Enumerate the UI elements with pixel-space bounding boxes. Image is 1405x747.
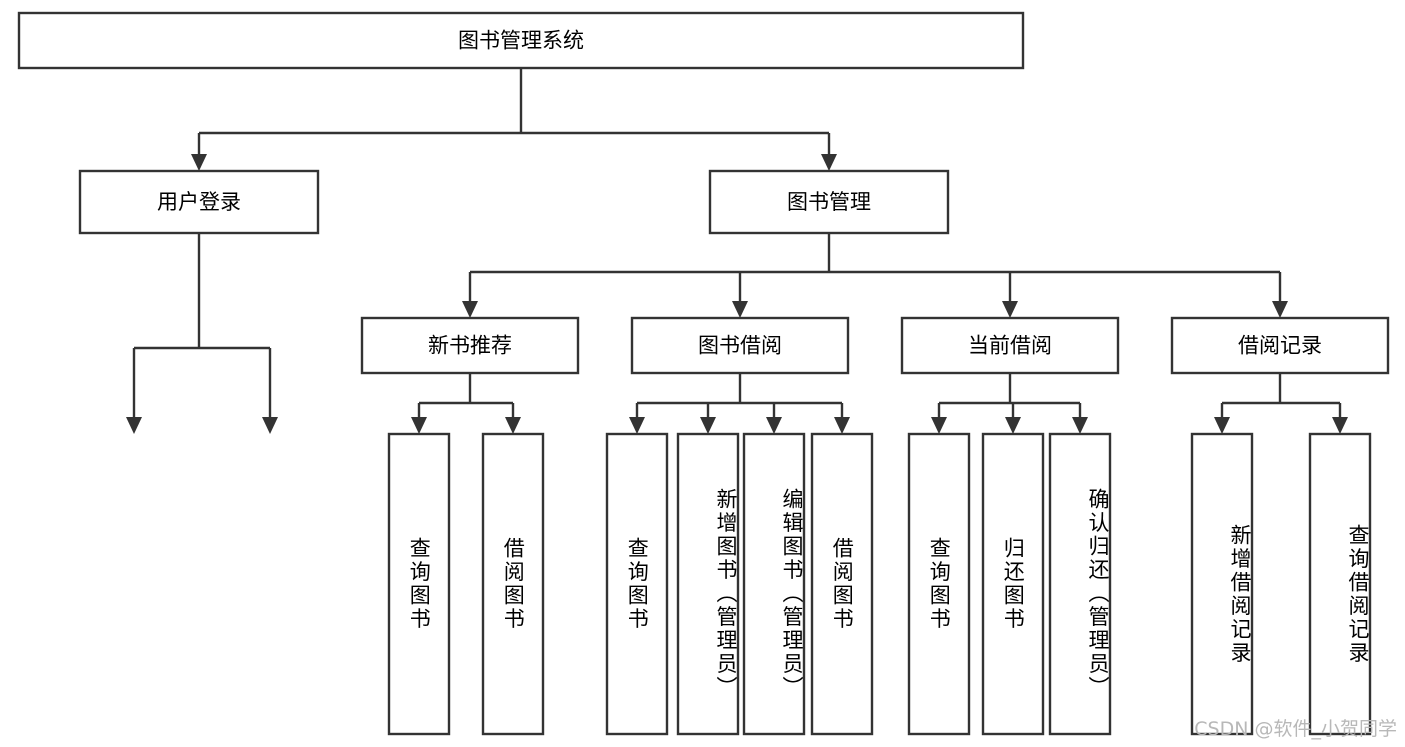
node-box-leaf-confirm-return[interactable]	[1048, 432, 1112, 736]
arrow-head-icon	[766, 417, 782, 434]
arrow-head-icon	[732, 301, 748, 318]
node-label-root: 图书管理系统	[458, 29, 584, 53]
arrow-head-icon	[700, 417, 716, 434]
arrow-head-icon	[1214, 417, 1230, 434]
node-box-new-book-recommend[interactable]	[360, 316, 580, 375]
arrow-head-icon	[1005, 417, 1021, 434]
node-label-current-borrow: 当前借阅	[968, 334, 1052, 358]
arrow-head-icon	[411, 417, 427, 434]
arrow-head-icon	[1332, 417, 1348, 434]
node-box-book-management[interactable]	[708, 169, 950, 235]
arrow-head-icon	[629, 417, 645, 434]
node-box-root[interactable]	[17, 11, 1025, 70]
node-box-book-borrow[interactable]	[630, 316, 850, 375]
arrow-head-icon	[126, 417, 142, 434]
watermark-text: CSDN @软件_小贺同学	[1194, 718, 1397, 740]
arrow-head-icon	[191, 154, 207, 171]
node-box-current-borrow[interactable]	[900, 316, 1120, 375]
arrow-head-icon	[931, 417, 947, 434]
arrow-head-icon	[262, 417, 278, 434]
node-box-leaf-return-book[interactable]	[981, 432, 1045, 736]
node-box-leaf-add-book[interactable]	[676, 432, 740, 736]
node-box-leaf-query-record[interactable]	[1308, 432, 1372, 736]
boxes-layer	[17, 11, 1390, 736]
arrow-head-icon	[505, 417, 521, 434]
node-label-user-login: 用户登录	[157, 190, 241, 214]
node-box-leaf-add-record[interactable]	[1190, 432, 1254, 736]
arrow-head-icon	[1002, 301, 1018, 318]
node-box-leaf-borrow-book-2[interactable]	[810, 432, 874, 736]
node-box-user-login[interactable]	[78, 169, 320, 235]
arrow-head-icon	[834, 417, 850, 434]
node-label-book-management: 图书管理	[787, 190, 871, 214]
arrow-head-icon	[1072, 417, 1088, 434]
node-label-borrow-record: 借阅记录	[1238, 334, 1322, 358]
node-box-leaf-query-book-2[interactable]	[605, 432, 669, 736]
node-label-book-borrow: 图书借阅	[698, 334, 782, 358]
node-label-new-book-recommend: 新书推荐	[428, 334, 512, 358]
node-box-borrow-record[interactable]	[1170, 316, 1390, 375]
node-box-leaf-query-book-3[interactable]	[907, 432, 971, 736]
node-box-leaf-query-book-1[interactable]	[387, 432, 451, 736]
node-box-leaf-edit-book[interactable]	[742, 432, 806, 736]
node-box-leaf-borrow-book-1[interactable]	[481, 432, 545, 736]
arrow-head-icon	[1272, 301, 1288, 318]
arrow-head-icon	[821, 154, 837, 171]
arrow-head-icon	[462, 301, 478, 318]
connectors-layer	[126, 68, 1348, 434]
